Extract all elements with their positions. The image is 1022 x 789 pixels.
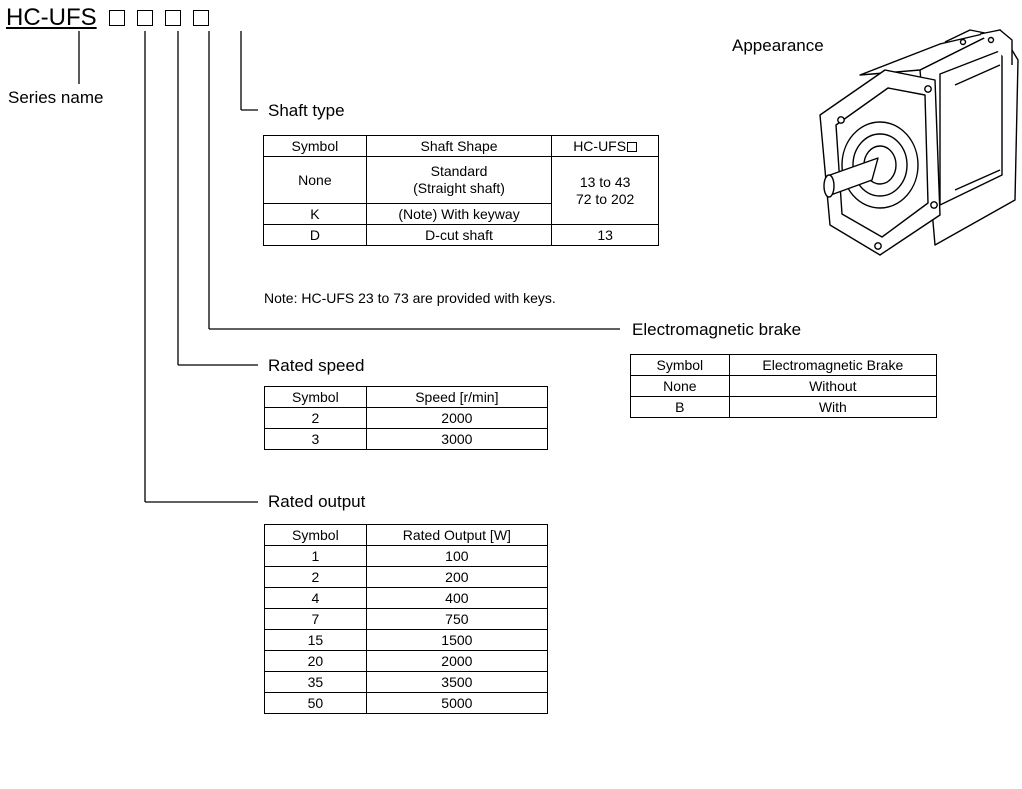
table-row: None Without (630, 375, 938, 397)
value-cell: 750 (365, 608, 549, 630)
symbol-cell: 4 (264, 587, 367, 609)
table-row: 3 3000 (264, 428, 549, 450)
shaft-shape-cell: Standard (Straight shaft) (365, 156, 553, 204)
column-header-label: HC-UFS (573, 137, 627, 154)
shaft-type-table: Symbol Shaft Shape HC-UFS None Standard … (263, 135, 659, 246)
value-cell: 3000 (365, 428, 549, 450)
column-header: HC-UFS (551, 135, 659, 157)
appearance-label: Appearance (732, 36, 824, 55)
table-row: B With (630, 396, 938, 418)
slot-speed-box (136, 10, 153, 26)
value-cell: 2000 (365, 407, 549, 429)
symbol-cell: 1 (264, 545, 367, 567)
rated-speed-title: Rated speed (268, 356, 365, 375)
symbol-cell: None (630, 375, 730, 397)
symbol-cell: B (630, 396, 730, 418)
symbol-cell: 2 (264, 407, 367, 429)
column-header: Symbol (264, 386, 367, 408)
model-code: HC-UFS (6, 4, 209, 32)
symbol-cell: D (263, 224, 367, 246)
symbol-cell: 2 (264, 566, 367, 588)
symbol-cell: 50 (264, 692, 367, 714)
value-cell: 2000 (365, 650, 549, 672)
value-cell: 1500 (365, 629, 549, 651)
models-cell: 13 (551, 224, 659, 246)
table-header-row: Symbol Speed [r/min] (264, 386, 549, 408)
column-header: Symbol (264, 524, 367, 546)
value-cell: With (728, 396, 938, 418)
slot-output-box (108, 10, 125, 26)
value-cell: Without (728, 375, 938, 397)
symbol-cell: 35 (264, 671, 367, 693)
brake-title: Electromagnetic brake (632, 320, 802, 339)
series-name-label: Series name (8, 88, 104, 107)
column-header: Symbol (263, 135, 367, 157)
column-header: Symbol (630, 354, 730, 376)
symbol-cell: 20 (264, 650, 367, 672)
table-row: D D-cut shaft 13 (263, 224, 659, 246)
shaft-type-title: Shaft type (268, 101, 345, 120)
models-range: 13 to 43 72 to 202 (575, 173, 635, 207)
value-cell: 3500 (365, 671, 549, 693)
model-code-base: HC-UFS (6, 4, 97, 31)
column-header: Rated Output [W] (365, 524, 549, 546)
column-header: Shaft Shape (365, 135, 553, 157)
shaft-shape-line: Standard (Straight shaft) (413, 163, 505, 196)
symbol-cell: 3 (264, 428, 367, 450)
symbol-cell: K (263, 203, 367, 225)
brake-table: Symbol Electromagnetic Brake None Withou… (630, 354, 938, 418)
slot-shaft-box (192, 10, 209, 26)
rated-output-title: Rated output (268, 492, 366, 511)
column-header: Speed [r/min] (365, 386, 549, 408)
shaft-note: Note: HC-UFS 23 to 73 are provided with … (264, 290, 556, 306)
symbol-cell: None (263, 156, 367, 204)
models-cell: 13 to 43 72 to 202 (551, 156, 659, 225)
slot-brake-box (164, 10, 181, 26)
table-row: None Standard (Straight shaft) 13 to 43 … (263, 156, 659, 225)
motor-drawing (819, 29, 1019, 256)
shaft-shape-standard: Standard (Straight shaft) (367, 163, 552, 197)
value-cell: 200 (365, 566, 549, 588)
value-cell: 100 (365, 545, 549, 567)
shaft-shape-cell: D-cut shaft (365, 224, 553, 246)
table-header-row: Symbol Electromagnetic Brake (630, 354, 938, 376)
symbol-cell: 15 (264, 629, 367, 651)
symbol-cell: 7 (264, 608, 367, 630)
wildcard-box (627, 141, 638, 152)
rated-speed-table: Symbol Speed [r/min] 2 2000 3 3000 (264, 386, 549, 450)
shaft-shape-cell: (Note) With keyway (365, 203, 553, 225)
table-row: 2 2000 (264, 407, 549, 429)
value-cell: 400 (365, 587, 549, 609)
value-cell: 5000 (365, 692, 549, 714)
table-header-row: Symbol Rated Output [W] (264, 524, 549, 546)
table-header-row: Symbol Shaft Shape HC-UFS (263, 135, 659, 157)
column-header: Electromagnetic Brake (728, 354, 938, 376)
